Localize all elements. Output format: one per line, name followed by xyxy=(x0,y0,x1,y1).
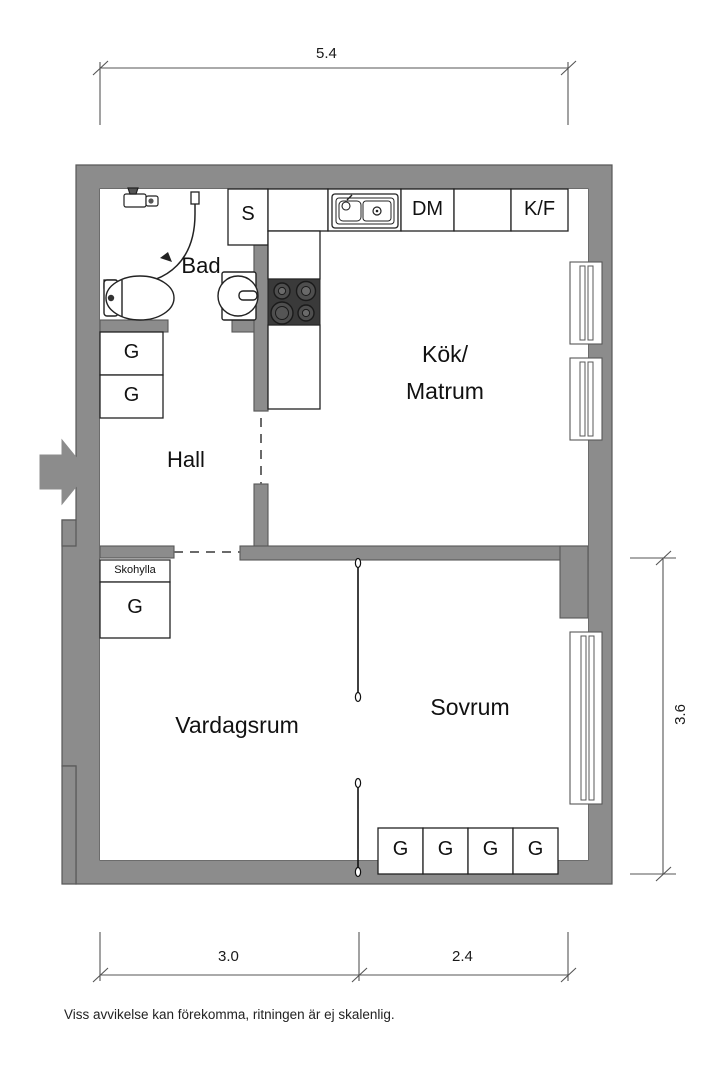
closet-label-sovrum-4: G xyxy=(527,838,544,860)
closet-label-sovrum-3: G xyxy=(482,838,499,860)
room-label-vardagsrum: Vardagsrum xyxy=(175,712,299,738)
toilet-fixture xyxy=(103,275,175,321)
fixture-label-fridge-freezer: K/F xyxy=(523,198,556,220)
room-label-bad: Bad xyxy=(181,253,221,278)
sink-fixture xyxy=(331,193,399,229)
closet-label-s: S xyxy=(241,203,255,225)
room-divider-lower xyxy=(354,777,362,878)
fixture-label-dishwasher: DM xyxy=(411,198,444,220)
closet-hall-group xyxy=(99,331,164,419)
left-wall-upper-notch xyxy=(61,519,77,547)
window-kitchen-lower xyxy=(569,357,603,441)
closet-label-skohylla-g: G xyxy=(127,596,143,618)
room-divider-upper xyxy=(354,557,362,703)
washer-fixture xyxy=(217,271,259,321)
door-openings xyxy=(174,418,262,553)
entrance-arrow-icon xyxy=(39,438,89,506)
closet-sovrum-group xyxy=(377,827,559,875)
dimension-label-right: 3.6 xyxy=(671,704,689,725)
window-kitchen-upper xyxy=(569,261,603,345)
left-wall-notch xyxy=(61,765,77,885)
shower-mixer-icon xyxy=(123,187,159,208)
interior-area xyxy=(100,189,588,860)
room-label-kok-line2: Matrum xyxy=(406,378,484,404)
closet-label-hall-top: G xyxy=(123,341,140,363)
dimension-label-top: 5.4 xyxy=(316,45,337,62)
closet-label-hall-bottom: G xyxy=(123,384,140,406)
dimension-top xyxy=(92,60,577,125)
window-bedroom xyxy=(569,631,603,805)
closet-skohylla-group xyxy=(99,559,171,639)
disclaimer-caption: Viss avvikelse kan förekomma, ritningen … xyxy=(64,1007,395,1022)
closet-label-skohylla: Skohylla xyxy=(114,564,156,576)
dimension-label-bottom-right: 2.4 xyxy=(452,948,473,965)
dimension-label-bottom-left: 3.0 xyxy=(218,948,239,965)
closet-label-sovrum-2: G xyxy=(437,838,454,860)
closet-s-bad xyxy=(227,188,269,246)
room-label-kok-line1: Kök/ xyxy=(421,341,469,367)
dimension-bottom xyxy=(92,932,577,983)
stove-fixture xyxy=(267,278,321,326)
closet-label-sovrum-1: G xyxy=(392,838,409,860)
room-label-hall: Hall xyxy=(167,447,205,472)
room-label-sovrum: Sovrum xyxy=(430,694,510,720)
dimension-right xyxy=(630,550,676,882)
